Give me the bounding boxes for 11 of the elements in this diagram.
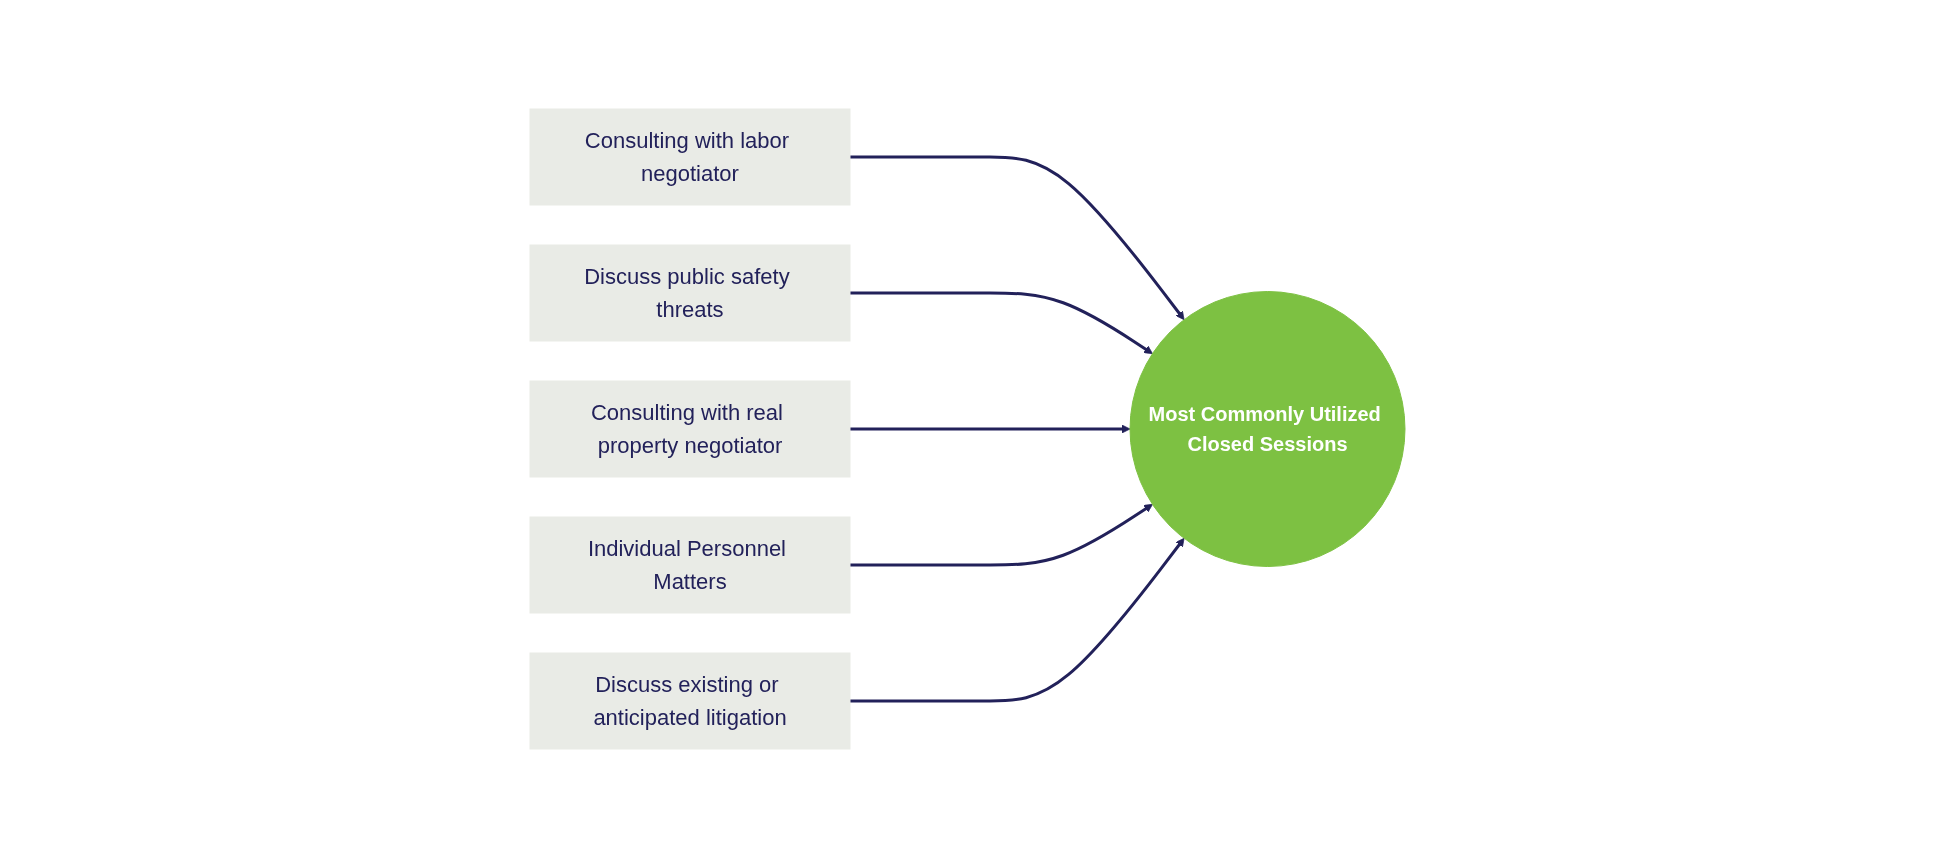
node-box: Consulting with labor negotiator bbox=[529, 108, 851, 206]
arrow bbox=[850, 155, 1185, 321]
node-circle: Most Commonly Utilized Closed Sessions bbox=[1129, 291, 1406, 567]
node-box: Individual Personnel Matters bbox=[529, 516, 851, 614]
arrow bbox=[850, 424, 1131, 434]
node-box: Discuss existing or anticipated litigation bbox=[529, 652, 851, 750]
node-box: Discuss public safety threats bbox=[529, 244, 851, 342]
arrow bbox=[850, 537, 1185, 703]
arrow bbox=[850, 291, 1153, 355]
node-box: Consulting with real property negotiator bbox=[529, 380, 851, 478]
arrow bbox=[850, 503, 1153, 567]
